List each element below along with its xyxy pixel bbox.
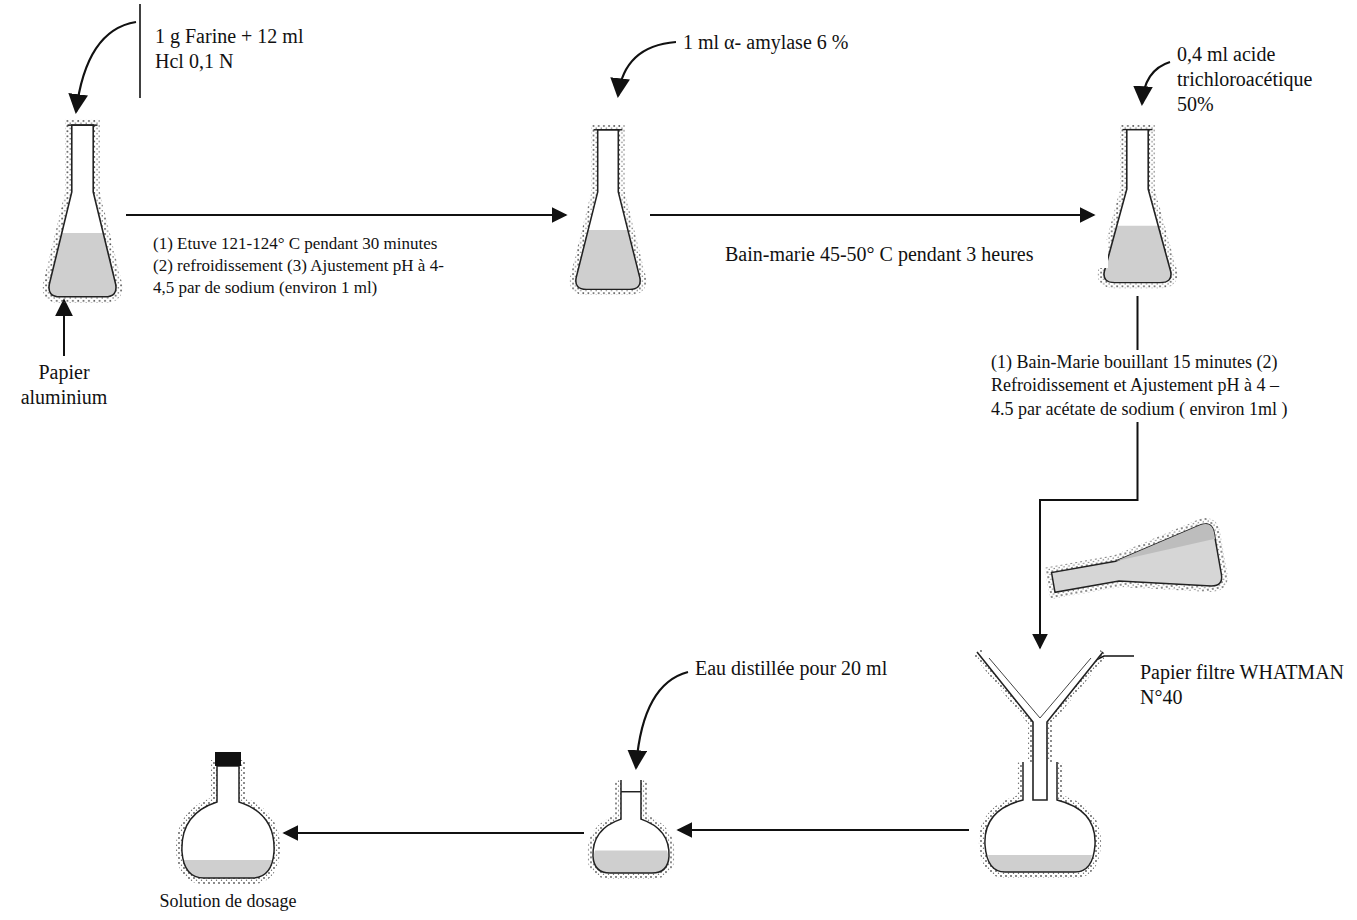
flask-body (593, 780, 669, 873)
step-conditions: (1) Bain-Marie bouillant 15 minutes (2) … (988, 350, 1294, 422)
stipple-shade (593, 780, 669, 873)
funnel (977, 652, 1103, 800)
flask-body (1104, 130, 1171, 283)
pouring-flask (1048, 523, 1223, 614)
step-annotation: Papier filtre WHATMAN N°40 (1140, 660, 1345, 710)
step-annotation: 1 ml α- amylase 6 % (683, 30, 923, 55)
flow-arrow (1040, 296, 1138, 648)
flask-mark (621, 791, 641, 792)
erlenmeyer-flask: 1 ml α- amylase 6 % (572, 125, 644, 297)
flask-outline (1100, 125, 1175, 290)
flask-mark (1123, 129, 1153, 130)
bracket-line (139, 4, 141, 98)
flask-contour (576, 130, 640, 290)
flask-body (182, 766, 274, 878)
flask-contour (49, 125, 116, 297)
filter-paper (989, 658, 1091, 718)
flask-mark (594, 129, 623, 130)
stopper (215, 752, 241, 766)
step-annotation: 0,4 ml acide trichloroacétique 50% (1177, 42, 1345, 117)
callout-label: Papier aluminium (4, 360, 124, 410)
liquid (184, 860, 272, 878)
addition-arrow (636, 672, 688, 768)
stipple-shade (1104, 130, 1171, 283)
flask-outline (45, 120, 120, 305)
stoppered-flask: Solution de dosage (178, 752, 278, 880)
flask-contour (1104, 130, 1171, 283)
flask-outline (572, 125, 644, 297)
flow-arrow (650, 214, 1094, 216)
liquid (988, 855, 1092, 872)
addition-arrow (618, 42, 676, 96)
flask-outline (975, 650, 1105, 875)
flask-body (49, 125, 116, 297)
addition-arrow (1142, 62, 1170, 104)
flask-outline (178, 752, 278, 880)
step-annotation: 1 g Farine + 12 ml Hcl 0,1 N (155, 24, 315, 74)
stipple-shade (576, 130, 640, 290)
flask-mark (68, 124, 98, 126)
step-conditions: Bain-marie 45-50° C pendant 3 heures (722, 240, 1108, 268)
addition-arrow (76, 22, 136, 112)
stipple-shade (49, 125, 116, 297)
step-annotation: Eau distillée pour 20 ml (695, 656, 955, 681)
stipple-shade (977, 652, 1103, 800)
step-annotation: Solution de dosage (136, 890, 320, 913)
flask-contour (182, 766, 274, 878)
pointer-arrow (63, 300, 65, 356)
flask-outline (590, 778, 672, 876)
flow-arrow (126, 214, 566, 216)
flow-arrow (678, 829, 969, 831)
erlenmeyer-flask: 1 g Farine + 12 ml Hcl 0,1 N (45, 120, 120, 305)
step-conditions: (1) Etuve 121-124° C pendant 30 minutes … (150, 232, 461, 300)
flask-body (576, 130, 640, 290)
stipple-shade (182, 766, 274, 878)
filtration-funnel: Papier filtre WHATMAN N°40 (975, 650, 1105, 875)
flask-contour (593, 780, 669, 873)
erlenmeyer-flask: 0,4 ml acide trichloroacétique 50% (1100, 125, 1175, 290)
liquid (594, 851, 669, 874)
flow-arrow (284, 832, 584, 834)
volumetric-flask: Eau distillée pour 20 ml (590, 778, 672, 876)
